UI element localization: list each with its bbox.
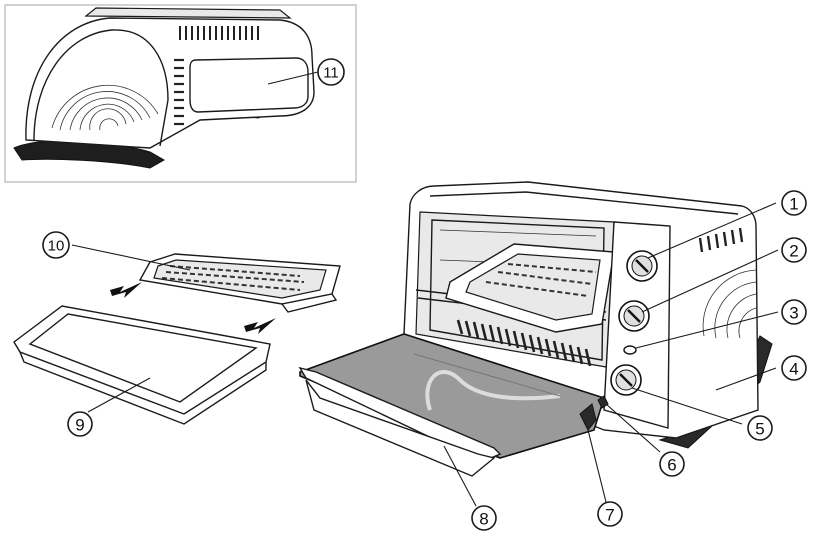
callout-10-label: 10 (48, 238, 65, 255)
function-knob (610, 364, 642, 396)
door-hinge (579, 403, 597, 431)
inset-vent-arcs (51, 84, 159, 131)
leader-1 (647, 202, 777, 259)
callout-11-label: 11 (323, 65, 339, 82)
leader-8 (443, 445, 477, 507)
inset-rear-compartment (189, 57, 309, 113)
callout-8-label: 8 (479, 510, 488, 529)
side-vents (698, 227, 744, 253)
door-frame-bottom (298, 366, 502, 463)
inset-side-vents (174, 58, 184, 126)
leader-3 (635, 311, 779, 349)
callout-5-label: 5 (755, 420, 764, 439)
callout-1-label: 1 (789, 195, 798, 214)
baking-pan (13, 305, 271, 425)
temperature-knob (618, 300, 650, 332)
callout-1: 1 (781, 190, 807, 216)
callout-3-label: 3 (789, 304, 798, 323)
callout-9: 9 (67, 411, 93, 437)
inset-top-handle (84, 7, 292, 19)
callout-4: 4 (781, 355, 807, 381)
inset-rear-view (4, 4, 357, 183)
baking-pan-rim (13, 305, 271, 415)
arrow-left-upper (110, 282, 142, 298)
arrow-left-lower (244, 318, 276, 334)
callout-2-label: 2 (789, 242, 798, 261)
inset-top-vents (179, 26, 259, 40)
indicator-light (623, 345, 637, 355)
leader-11 (267, 71, 319, 85)
toaster-oven (298, 181, 773, 477)
leader-6 (605, 403, 661, 453)
baking-pan-inner (28, 313, 258, 403)
leader-lines (71, 71, 779, 507)
callout-11: 11 (317, 58, 345, 86)
callout-9-label: 9 (75, 416, 84, 435)
leader-4 (715, 367, 777, 391)
door-latch (597, 395, 609, 409)
callout-7-label: 7 (605, 506, 614, 525)
broil-rack (138, 253, 341, 313)
leader-5 (631, 387, 743, 425)
callout-5: 5 (747, 415, 773, 441)
inset-body (25, 17, 315, 149)
side-vent-arcs (702, 269, 757, 339)
callout-8: 8 (471, 505, 497, 531)
callout-3: 3 (781, 299, 807, 325)
callout-4-label: 4 (789, 360, 798, 379)
timer-knob (626, 250, 658, 282)
inset-side-panel (33, 29, 169, 147)
arrows (110, 282, 276, 334)
callout-2: 2 (781, 237, 807, 263)
door-reflection (425, 370, 561, 411)
broil-rack-slots (161, 265, 305, 291)
callout-7: 7 (597, 501, 623, 527)
oven-door (299, 333, 606, 459)
callout-10: 10 (42, 231, 70, 259)
callout-6: 6 (659, 451, 685, 477)
leader-9 (87, 377, 151, 413)
leader-2 (641, 249, 779, 313)
callout-6-label: 6 (667, 456, 676, 475)
leader-7 (587, 429, 607, 503)
heating-element (456, 319, 592, 367)
leader-10 (71, 244, 191, 271)
